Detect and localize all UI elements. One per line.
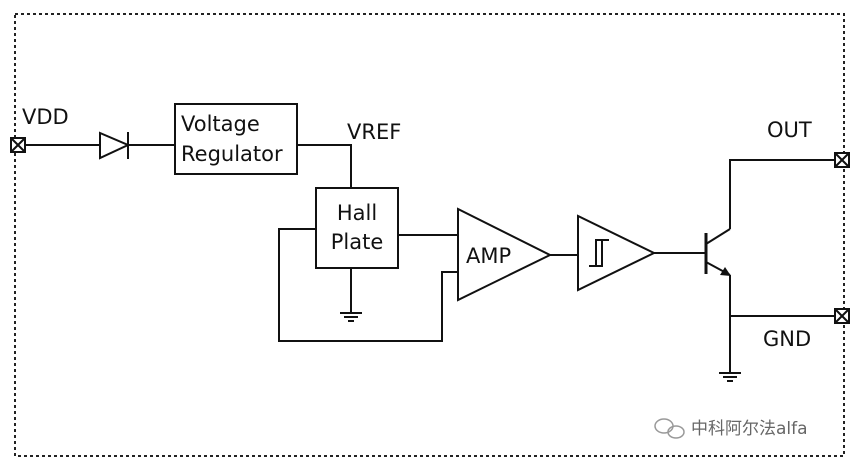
hall-plate-label-line1: Hall [337,201,377,225]
out-terminal [834,152,850,168]
amp-label: AMP [466,244,511,268]
hall-feedback-wire [278,228,458,342]
npn-transistor-symbol [704,228,731,276]
vref-wire [297,144,352,188]
hall-plate-label-line2: Plate [331,230,384,254]
vref-label: VREF [347,120,401,144]
chip-boundary [14,13,845,457]
regulator-label-line2: Regulator [181,142,283,166]
amp-block [457,207,553,302]
vdd-terminal [10,137,26,153]
hall-plate-block [315,187,399,269]
wechat-icon [654,418,685,439]
schmitt-trigger-block [577,214,657,292]
output-ground-symbol [719,372,741,382]
out-wire [729,159,836,229]
vdd-label: VDD [22,105,69,129]
regulator-label-line1: Voltage [181,112,260,136]
diode-symbol [99,131,131,160]
watermark-text: 中科阿尔法alfa [691,419,808,439]
gnd-terminal [834,308,850,324]
voltage-regulator-block [174,103,298,175]
gnd-label: GND [763,327,811,351]
hall-ground-symbol [340,312,362,322]
hysteresis-icon-inner [589,239,609,267]
out-label: OUT [767,118,812,142]
